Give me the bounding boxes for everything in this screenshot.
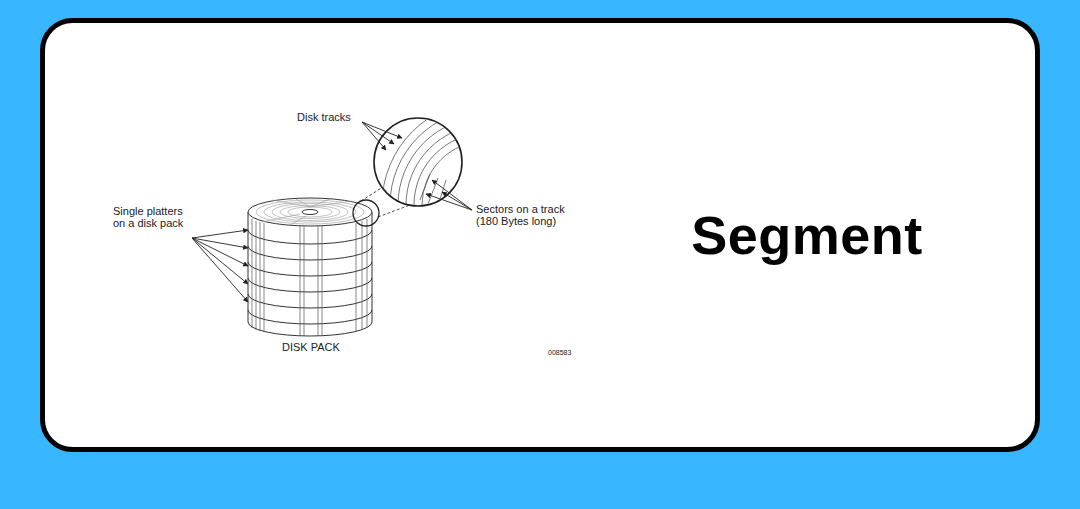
track-label: Disk tracks	[297, 111, 351, 123]
disk-pack-cylinder	[248, 198, 372, 336]
zoom-detail	[353, 101, 590, 309]
figure-number: 008583	[548, 349, 571, 357]
leader-arrows	[192, 122, 472, 302]
part-name: DISK PACK	[282, 341, 340, 353]
title: Segment	[691, 204, 923, 266]
sector-label: Sectors on a track (180 Bytes long)	[476, 203, 580, 227]
platter-label: Single platters on a disk pack	[113, 205, 193, 229]
card	[43, 21, 1038, 450]
